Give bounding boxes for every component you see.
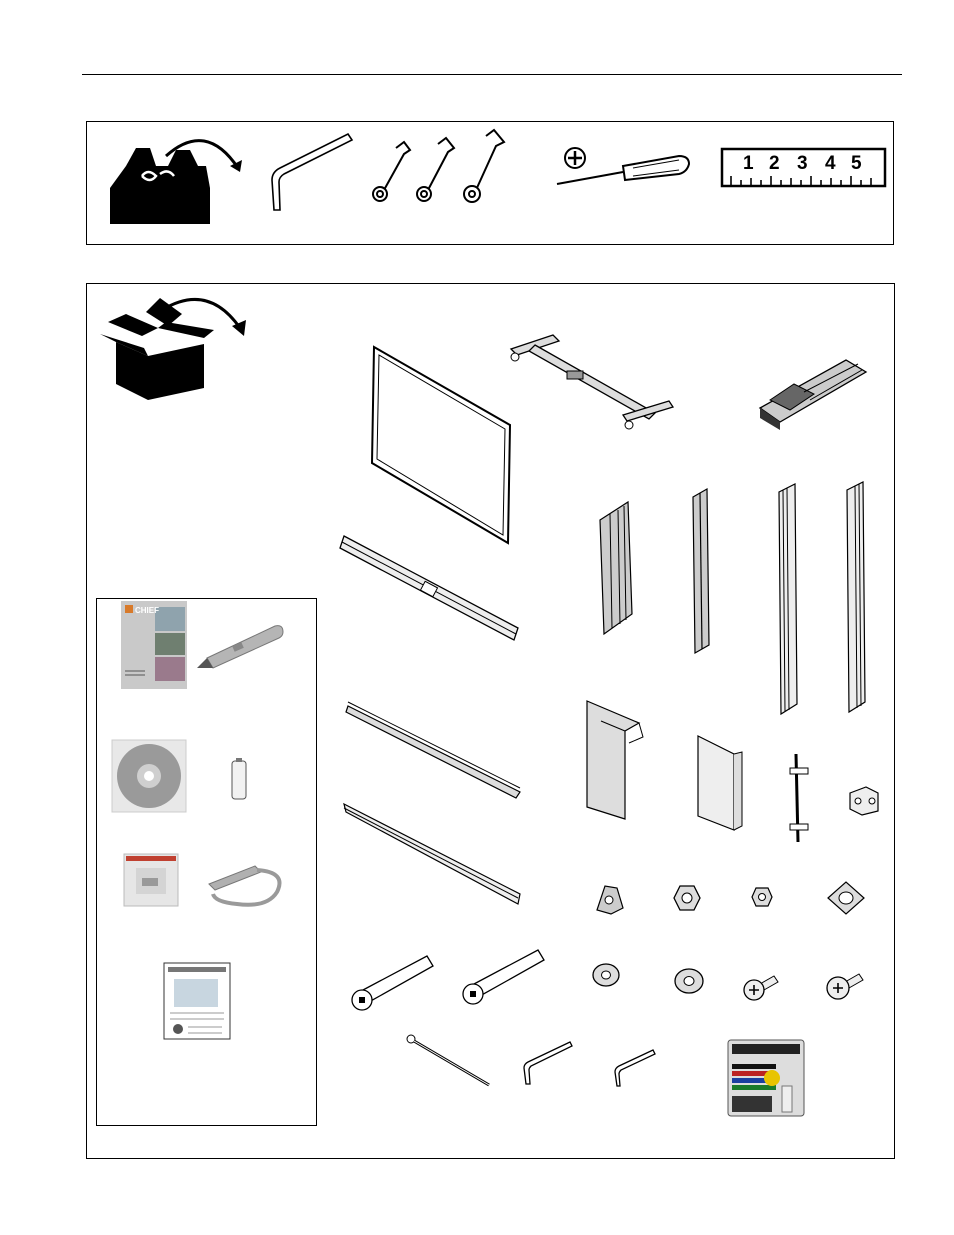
long-bolt-1-part [349, 952, 435, 1014]
user-guide-booklet: CHIEF [121, 601, 187, 689]
lower-channel-part [342, 798, 524, 908]
long-bolt-2-part [460, 946, 546, 1008]
tall-bracket-part [585, 697, 647, 821]
phillips-screw-2-part [823, 966, 867, 1004]
software-cd-part [112, 740, 186, 812]
narrow-vertical-rail-part [689, 487, 713, 655]
open-box-icon [98, 292, 253, 404]
pen-tether-part [207, 858, 287, 910]
chief-brand-label: CHIEF [135, 606, 159, 615]
cover-bracket-part [694, 732, 746, 832]
battery-part [230, 758, 248, 800]
wide-vertical-rail-part [596, 498, 638, 638]
whiteboard-panel-part [370, 345, 515, 545]
projector-arm-part [505, 325, 675, 435]
ruler-number-4: 4 [825, 153, 836, 174]
left-vertical-rail-part [775, 482, 801, 717]
right-vertical-rail-part [843, 480, 869, 715]
square-washer-part [824, 880, 868, 918]
toolbox-icon [106, 128, 246, 228]
washer-1-part [590, 960, 622, 990]
marker-kit-part [726, 1038, 806, 1118]
upper-channel-part [344, 700, 524, 800]
large-nut-part [672, 884, 702, 912]
handle-bracket-part [784, 750, 814, 845]
header-rule [82, 74, 902, 75]
knob-part [591, 882, 627, 916]
cable-tie-part [405, 1033, 493, 1089]
ruler-number-3: 3 [797, 153, 808, 174]
washer-2-part [672, 965, 706, 997]
ruler-number-2: 2 [769, 153, 780, 174]
projector-mount-part [750, 352, 870, 437]
screwdriver-icon [553, 146, 693, 196]
phillips-screw-1-part [740, 970, 780, 1004]
hex-key-icon [262, 132, 357, 212]
pen-tray-part [338, 528, 523, 653]
phillips-plus-icon [565, 148, 585, 168]
small-hex-key-part [611, 1048, 657, 1090]
quick-start-sheet [164, 963, 230, 1039]
stylus-pen-part [193, 618, 289, 674]
hardware-bag-part [124, 854, 178, 906]
wrenches-icon [368, 128, 518, 208]
ruler-number-5: 5 [851, 153, 862, 174]
ruler-icon: 1 2 3 4 5 [721, 148, 886, 188]
ruler-number-1: 1 [743, 153, 754, 174]
small-nut-part [750, 886, 774, 908]
large-hex-key-part [520, 1040, 575, 1088]
small-clip-part [846, 785, 882, 815]
